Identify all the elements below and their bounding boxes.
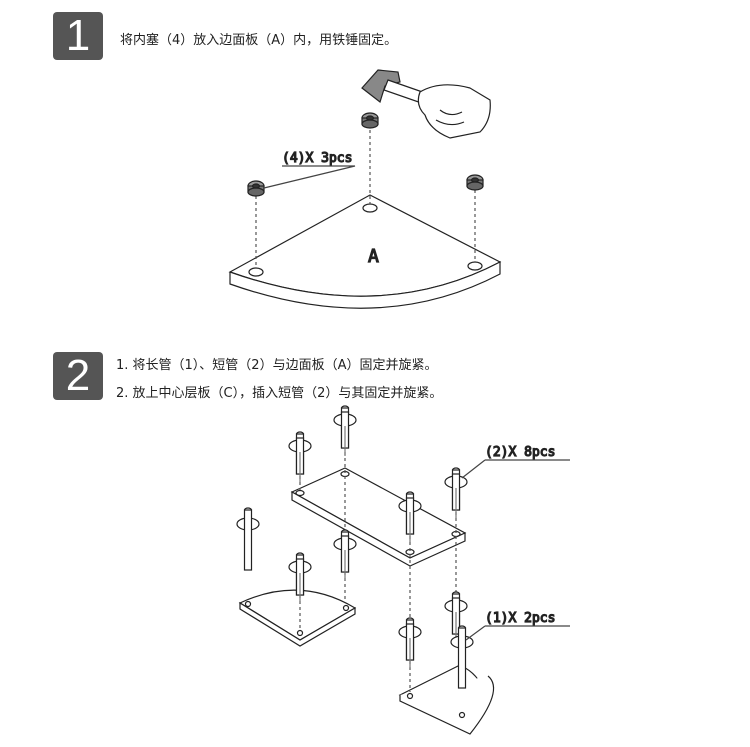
step-2-instruction-2: 2. 放上中心层板（C），插入短管（2）与其固定并旋紧。 xyxy=(116,386,443,401)
alignment-lines xyxy=(255,130,476,268)
short-tube-icon xyxy=(333,529,357,581)
long-tube-quantity-label: (1)X 2pcs xyxy=(485,611,555,626)
short-tube-icon xyxy=(398,617,422,669)
step-2-instruction-1: 1. 将长管（1）、短管（2）与边面板（A）固定并旋紧。 xyxy=(116,358,438,373)
plug-icon xyxy=(466,174,484,191)
side-panel-a-right xyxy=(398,664,495,735)
long-tube-icon xyxy=(236,507,260,571)
short-tube-quantity-label: (2)X 8pcs xyxy=(485,445,555,460)
short-tube-icon xyxy=(333,405,357,457)
plug-icon xyxy=(247,180,265,197)
step-2-badge: 2 xyxy=(53,352,103,400)
plug-icon xyxy=(361,112,379,129)
step-1-badge: 1 xyxy=(53,12,103,60)
step-1-instruction: 将内塞（4）放入边面板（A）内，用铁锤固定。 xyxy=(120,33,398,48)
short-tube-icon xyxy=(444,467,468,519)
side-panel-a-left xyxy=(238,588,357,647)
panel-a xyxy=(228,194,502,309)
center-panel-c xyxy=(290,467,467,567)
panel-label: A xyxy=(368,246,379,267)
plug-quantity-label: (4)X 3pcs xyxy=(282,151,352,166)
hammer-icon xyxy=(361,69,491,139)
short-tube-icon xyxy=(288,431,312,483)
